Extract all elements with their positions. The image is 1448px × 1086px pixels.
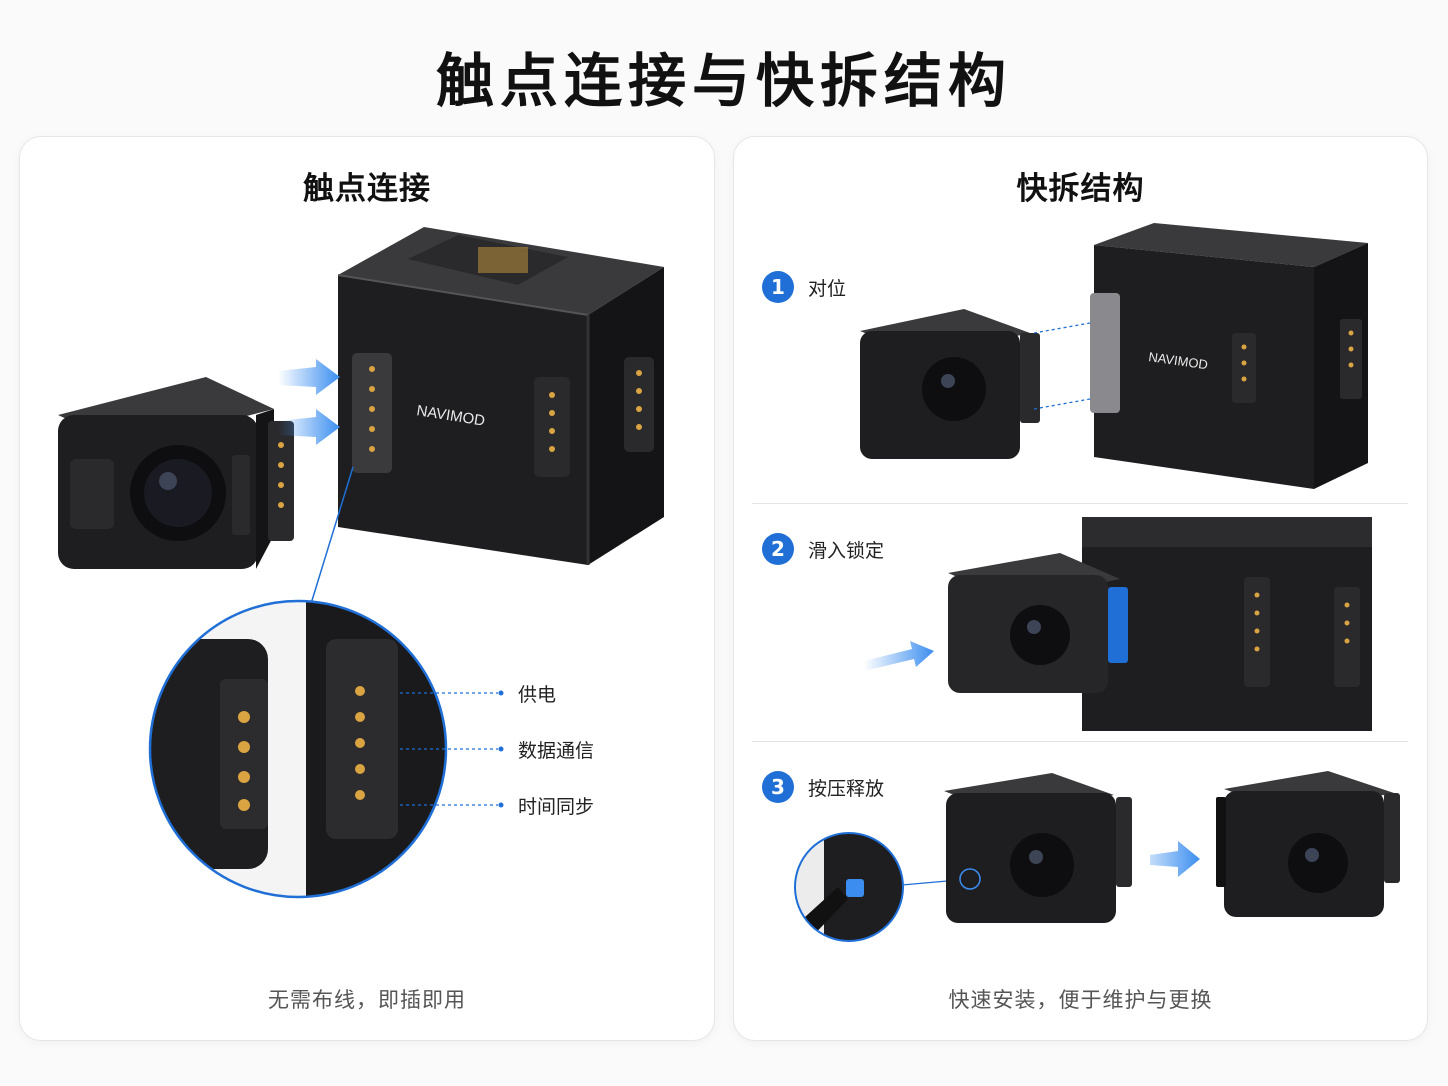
step-2-label: 滑入锁定 [808,539,885,562]
contact-zoom-detail [148,599,448,899]
zoom-leader-line [309,466,354,608]
callout-data-comm: 数据通信 [518,740,595,762]
step-2: 2 滑入锁定 [762,533,884,565]
step-3: 3 按压释放 [762,771,884,803]
insert-arrows [278,359,340,445]
camera-module-illustration [58,377,294,569]
page-title: 触点连接与快拆结构 [435,47,1012,115]
callout-lines [400,690,504,808]
step-divider-2 [752,741,1408,742]
panel-title-contact: 触点连接 [303,171,431,207]
step-1-number: 1 [762,271,794,303]
step-3-release-illustration [794,771,1400,942]
panel-caption-contact: 无需布线，即插即用 [268,988,466,1012]
step-3-number: 3 [762,771,794,803]
step-divider-1 [752,503,1408,504]
step-2-number: 2 [762,533,794,565]
step-1: 1 对位 [762,271,846,303]
contact-connection-panel: 触点连接 NAVIMOD [19,136,715,1041]
quick-release-panel: 快拆结构 1 对位 NAVIMOD 2 滑入锁定 [733,136,1428,1041]
hub-cube-illustration: NAVIMOD [337,227,664,565]
step-3-label: 按压释放 [808,777,885,800]
callout-power: 供电 [518,684,557,706]
step-1-label: 对位 [808,277,847,300]
callout-time-sync: 时间同步 [518,796,595,818]
step-2-slide-lock-illustration [864,517,1372,731]
panel-title-quick-release: 快拆结构 [1016,171,1145,207]
step-1-align-illustration: NAVIMOD [860,223,1368,489]
panel-caption-quick-release: 快速安装，便于维护与更换 [948,988,1213,1012]
